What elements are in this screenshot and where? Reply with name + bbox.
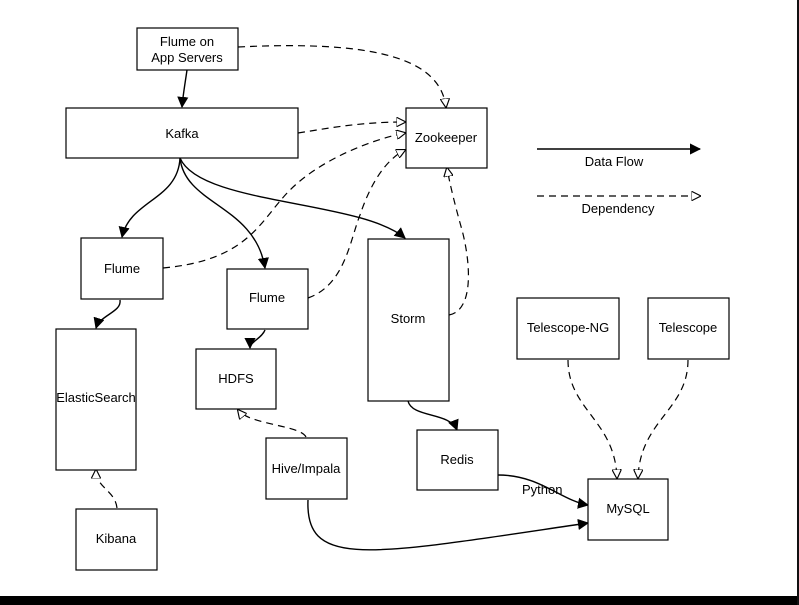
node-label: Redis <box>440 452 474 467</box>
node-flume-left: Flume <box>80 237 164 300</box>
node-label: Telescope-NG <box>527 320 609 335</box>
node-label: Kibana <box>96 531 137 546</box>
node-label: Flume <box>249 290 285 305</box>
bottom-border <box>0 596 799 605</box>
node-label: Zookeeper <box>415 130 478 145</box>
dep-appservers-zookeeper <box>237 45 446 107</box>
edge-storm-redis <box>407 400 459 432</box>
dep-hive-hdfs <box>238 410 307 438</box>
dep-flume-left-zookeeper <box>162 133 405 269</box>
node-kibana: Kibana <box>75 508 158 571</box>
legend-data-flow-label: Data Flow <box>585 154 644 169</box>
edge-label-python: Python <box>522 482 562 497</box>
edge-appservers-kafka <box>177 69 189 109</box>
dep-flume-mid-zookeeper <box>307 150 405 299</box>
node-label: ElasticSearch <box>56 390 135 405</box>
dep-telescope-ng-mysql <box>567 359 617 478</box>
legend-dependency-label: Dependency <box>582 201 655 216</box>
node-telescope: Telescope <box>647 297 730 360</box>
node-label: Kafka <box>165 126 199 141</box>
node-storm: Storm <box>367 238 450 402</box>
legend: Data Flow Dependency <box>537 143 702 216</box>
dep-kafka-zookeeper <box>297 122 405 134</box>
right-border <box>797 0 799 605</box>
node-label: MySQL <box>606 501 649 516</box>
node-redis: Redis <box>416 429 499 491</box>
node-label: Storm <box>391 311 426 326</box>
edge-kafka-flume-mid <box>179 157 269 270</box>
edge-kafka-storm <box>179 157 406 239</box>
node-telescope-ng: Telescope-NG <box>516 297 620 360</box>
node-mysql: MySQL <box>587 478 669 541</box>
edge-kafka-flume-left <box>118 157 181 239</box>
node-label: Flume on <box>160 34 214 49</box>
node-hive-impala: Hive/Impala <box>265 437 348 500</box>
dep-kibana-elasticsearch <box>96 470 118 509</box>
node-kafka: Kafka <box>65 107 299 159</box>
edge-flume-mid-hdfs <box>244 329 266 350</box>
node-label: HDFS <box>218 371 254 386</box>
dep-storm-zookeeper <box>447 168 470 316</box>
dep-telescope-mysql <box>638 359 689 478</box>
node-label: Flume <box>104 261 140 276</box>
node-label: Telescope <box>659 320 718 335</box>
node-flume-mid: Flume <box>226 268 309 330</box>
node-label: Hive/Impala <box>272 461 341 476</box>
node-hdfs: HDFS <box>195 348 277 410</box>
node-zookeeper: Zookeeper <box>405 107 488 169</box>
edge-flume-left-elasticsearch <box>93 299 121 330</box>
edge-hive-mysql <box>307 499 590 551</box>
edge-redis-mysql <box>497 474 590 509</box>
node-flume-app-servers: Flume on App Servers <box>136 27 239 71</box>
node-elasticsearch: ElasticSearch <box>55 328 137 471</box>
node-label: App Servers <box>151 50 223 65</box>
